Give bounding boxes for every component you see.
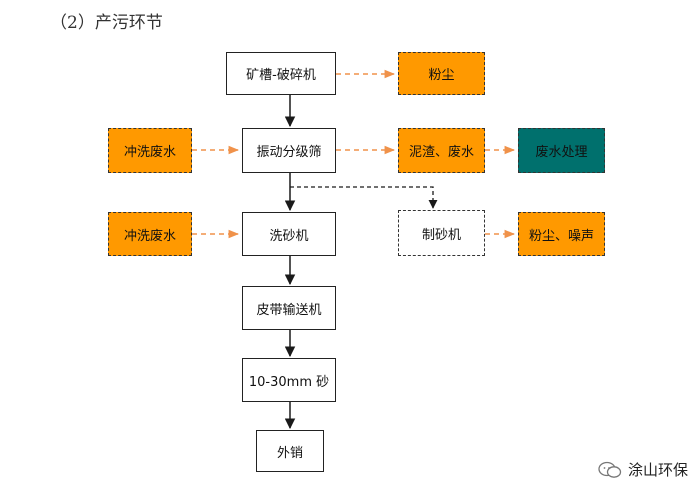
crusher-label: 矿槽-破碎机 [246,68,316,83]
dust-noise-label: 粉尘、噪声 [528,228,594,244]
vibrating-screen-box: 振动分级筛 [242,128,336,173]
wash-water-box-1: 冲洗废水 [108,128,192,173]
wastewater-treatment-label: 废水处理 [535,145,588,160]
sale-label: 外销 [276,445,303,461]
dust-box: 粉尘 [398,52,485,95]
watermark-text: 涂山环保 [627,461,688,479]
sand-product-label: 10-30mm 砂 [248,374,330,390]
sale-box: 外销 [256,430,324,472]
arrow-screen-to-sand-maker [290,186,438,209]
sand-maker-box: 制砂机 [398,210,485,256]
wash-water-label-1: 冲洗废水 [123,145,176,160]
wash-water-label-2: 冲洗废水 [123,228,176,244]
section-heading: （2）产污环节 [50,13,163,33]
wash-water-box-2: 冲洗废水 [108,212,192,256]
sand-washer-label: 洗砂机 [269,228,309,244]
sand-washer-box: 洗砂机 [242,212,336,256]
belt-conveyor-label: 皮带输送机 [256,302,322,318]
sand-product-box: 10-30mm 砂 [242,358,336,402]
watermark: 涂山环保 [598,459,688,480]
dust-label: 粉尘 [428,68,455,83]
sludge-wastewater-box: 泥渣、废水 [398,128,485,173]
belt-conveyor-box: 皮带输送机 [242,286,336,330]
dust-noise-box: 粉尘、噪声 [518,212,605,256]
vibrating-screen-label: 振动分级筛 [256,145,322,160]
sand-maker-label: 制砂机 [421,227,461,243]
crusher-box: 矿槽-破碎机 [226,52,336,95]
wechat-logo-icon [598,461,622,478]
sludge-wastewater-label: 泥渣、废水 [408,145,474,160]
wastewater-treatment-box: 废水处理 [518,128,605,173]
